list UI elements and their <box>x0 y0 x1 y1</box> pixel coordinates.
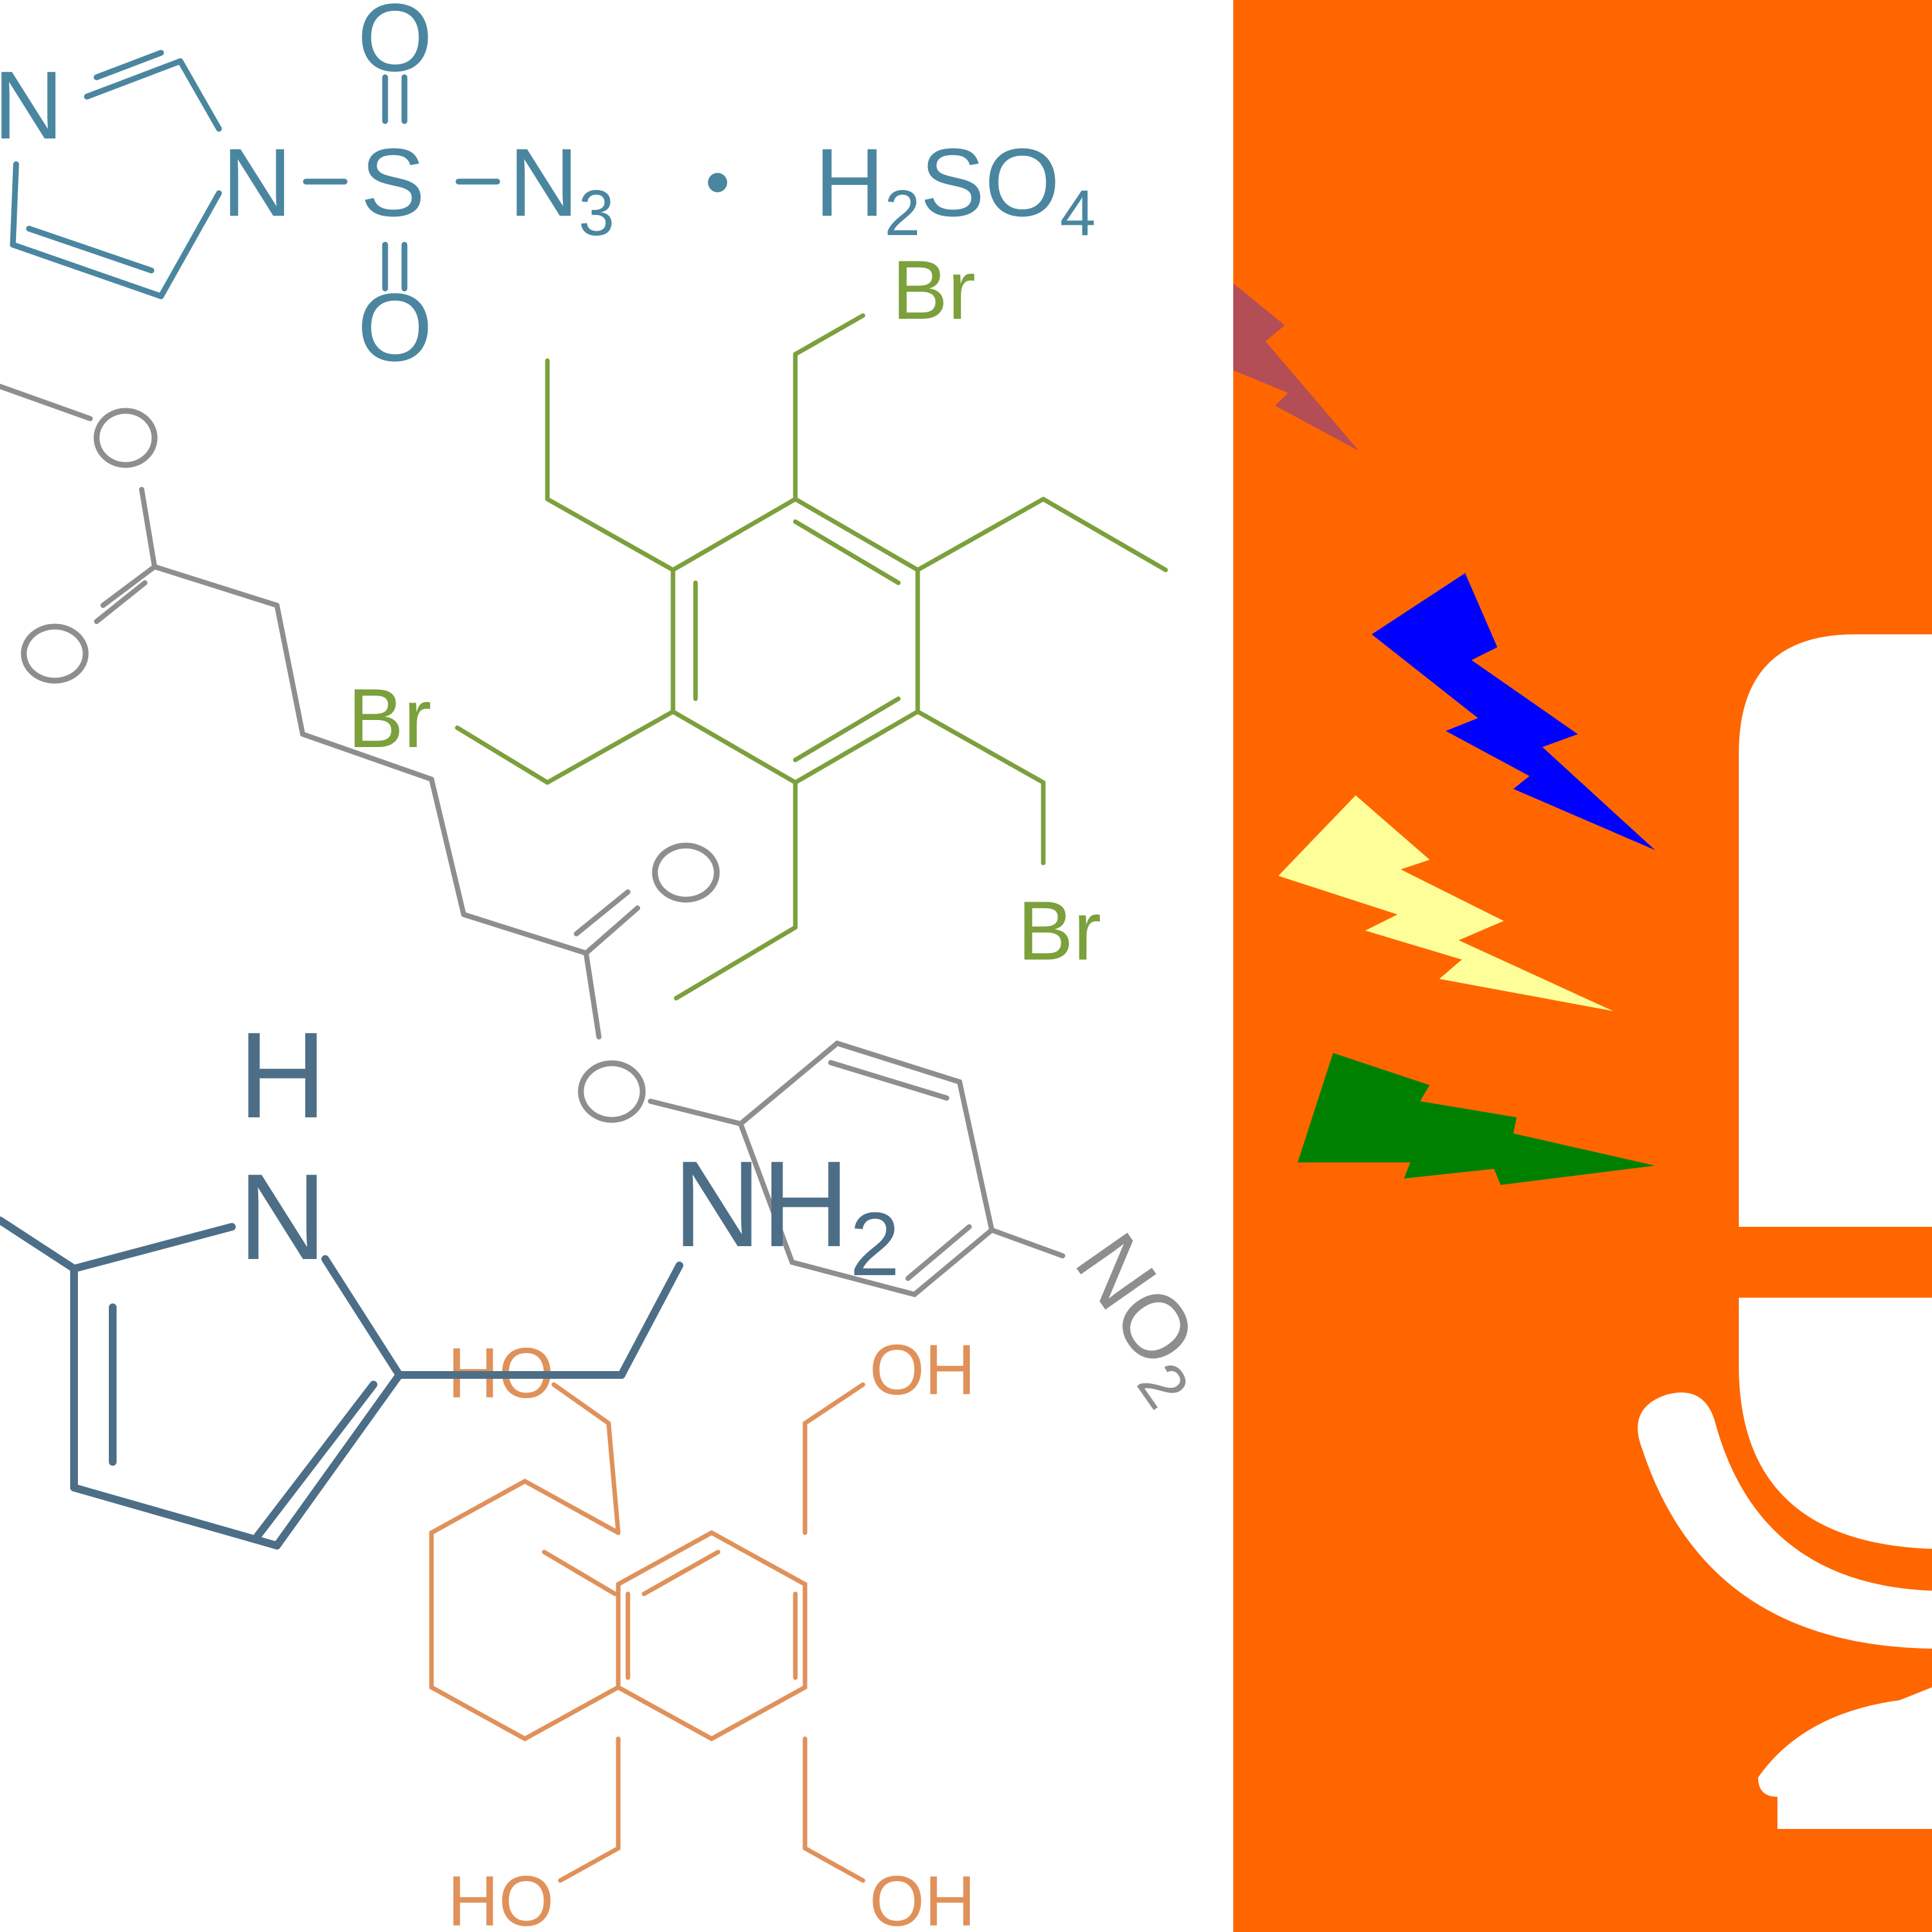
pyrrole-methanamine-structure <box>0 1217 683 1549</box>
atom-o-bottom: O <box>357 273 433 381</box>
lightning-bolt-icon <box>1278 795 1613 1011</box>
atom-s: S <box>361 128 425 236</box>
bromine-left: Br <box>348 671 431 765</box>
atom-o-top: O <box>357 0 433 91</box>
podcast-panel <box>1233 0 1932 1932</box>
ester-chain-structure <box>0 384 1065 1298</box>
atom-o-upper-carbonyl-ring <box>21 623 89 684</box>
tetrakis-bromomethyl-structure <box>455 313 1168 1001</box>
salt-dot: • <box>705 142 730 222</box>
amine-label: NH2 <box>673 1136 900 1294</box>
lightning-bolt-icon <box>1298 1053 1655 1185</box>
chemistry-diagram: N N S O O N3 • H2SO4 <box>0 0 1237 1932</box>
azide-label: N3 <box>509 128 614 249</box>
atom-n-pyrrole: N <box>238 1149 327 1285</box>
atom-n-ring: N <box>0 51 63 159</box>
hydroxyl-top-right: OH <box>869 1331 976 1410</box>
imidazole-sulfonyl-azide-structure <box>10 50 500 299</box>
bromine-right: Br <box>1018 884 1101 978</box>
sulfuric-acid-label: H2SO4 <box>815 128 1095 249</box>
nitro-group-label: NO2 <box>1046 1215 1237 1421</box>
lightning-bolts <box>1233 283 1655 1185</box>
atom-n-link: N <box>222 128 292 236</box>
microphone-icon <box>1638 634 1932 1829</box>
lightning-bolt-icon <box>1233 283 1359 451</box>
hydroxyl-bottom-left: HO <box>448 1862 554 1932</box>
hydroxyl-bottom-right: OH <box>869 1862 976 1932</box>
bromine-top: Br <box>892 243 976 337</box>
naphthalene-tetraol-structure <box>429 1382 866 1883</box>
atom-o-upper-ester-ring <box>93 408 158 468</box>
atom-h-pyrrole: H <box>238 1007 327 1144</box>
atom-o-lower-ester-ring <box>578 1060 646 1123</box>
atom-o-lower-carbonyl-ring <box>652 842 720 903</box>
lightning-bolt-icon <box>1372 573 1655 850</box>
